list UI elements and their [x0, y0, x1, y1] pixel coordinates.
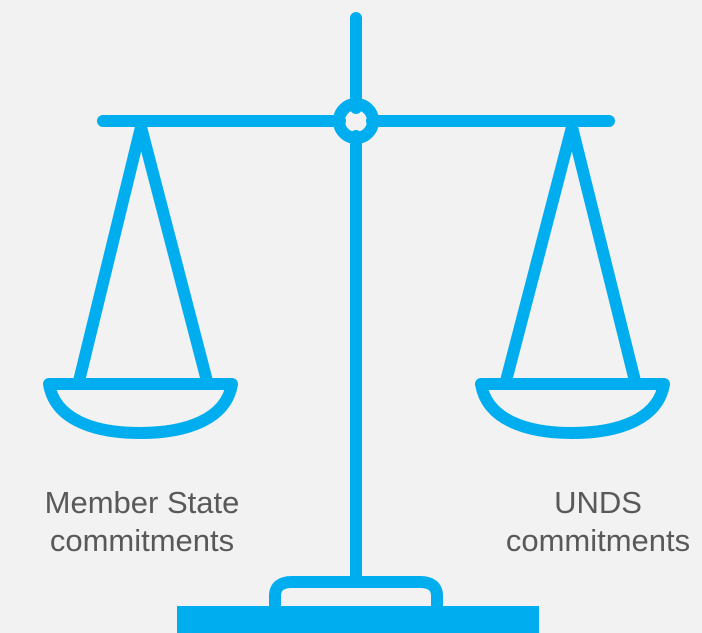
right-pan-bowl	[475, 378, 670, 439]
scale-base-arch	[269, 576, 443, 612]
scale-pivot	[333, 98, 379, 144]
right-label-line2: commitments	[505, 523, 691, 558]
left-label-line2: commitments	[49, 523, 235, 558]
left-label-line1: Member State	[44, 485, 240, 520]
left-pan-strings	[73, 121, 213, 387]
left-pan-bowl	[43, 378, 238, 439]
right-label-line1: UNDS	[554, 485, 642, 520]
scale-base	[177, 606, 539, 633]
unds-commitments-label: UNDS commitments	[494, 484, 702, 560]
right-pan-strings	[500, 121, 641, 387]
member-state-commitments-label: Member State commitments	[0, 484, 284, 560]
